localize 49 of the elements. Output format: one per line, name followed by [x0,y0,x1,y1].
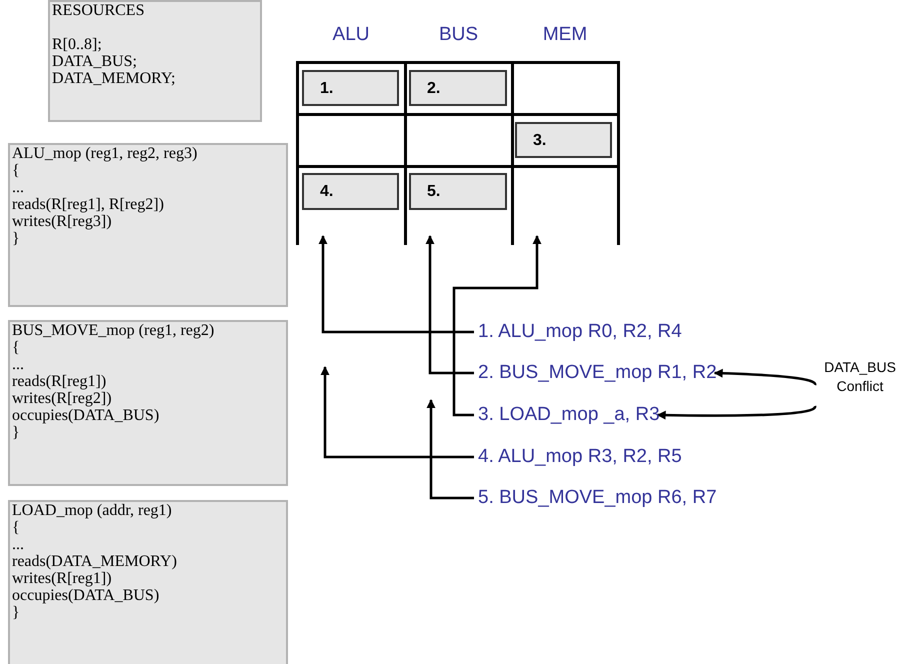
column-header: ALU [332,24,370,46]
column-header: BUS [438,24,480,46]
code-heading: BUS_MOVE_mop (reg1, reg2) [12,322,216,339]
code-heading: ALU_mop (reg1, reg2, reg3) [12,145,198,162]
arrow [452,235,542,416]
code-line: } [12,424,21,441]
arrow [320,366,474,458]
code-line: { [12,339,21,356]
instruction-text: 1. ALU_mop R0, R2, R4 [474,321,682,343]
code-line: ... [12,179,25,196]
code-line: } [12,230,21,247]
code-block [8,143,288,307]
code-block [48,0,262,122]
code-line: DATA_MEMORY; [52,70,176,87]
schedule-slot: 1. [302,70,399,106]
code-line: ... [12,356,25,373]
code-line: reads(R[reg1], R[reg2]) [12,196,165,213]
code-heading: LOAD_mop (addr, reg1) [12,502,173,519]
conflict-note: DATA_BUS Conflict [815,358,905,410]
instruction-text: 5. BUS_MOVE_mop R6, R7 [474,487,717,509]
code-block [8,320,288,486]
code-line: writes(R[reg1]) [12,570,113,587]
code-line: reads(DATA_MEMORY) [12,553,178,570]
schedule-slot: 2. [409,70,507,106]
code-line: } [12,604,21,621]
arrow [714,368,816,386]
arrow [426,235,474,374]
code-line: R[0..8]; [52,36,103,53]
code-line: occupies(DATA_BUS) [12,407,160,424]
schedule-slot: 3. [515,122,612,158]
instruction-text: 2. BUS_MOVE_mop R1, R2 [474,362,717,384]
code-line: writes(R[reg3]) [12,213,113,230]
arrow [426,399,474,500]
arrow [318,235,474,334]
code-heading: RESOURCES [52,2,146,19]
code-line: occupies(DATA_BUS) [12,587,160,604]
instruction-text: 3. LOAD_mop _a, R3 [474,404,660,426]
column-header: MEM [542,24,588,46]
code-line: ... [12,536,25,553]
code-line: writes(R[reg2]) [12,390,113,407]
arrow [656,406,816,420]
code-line: { [12,162,21,179]
code-line: DATA_BUS; [52,53,138,70]
code-line: reads(R[reg1]) [12,373,108,390]
code-line: { [12,519,21,536]
schedule-slot: 4. [302,173,399,210]
schedule-slot: 5. [409,173,507,210]
code-block [8,500,288,664]
instruction-text: 4. ALU_mop R3, R2, R5 [474,446,682,468]
